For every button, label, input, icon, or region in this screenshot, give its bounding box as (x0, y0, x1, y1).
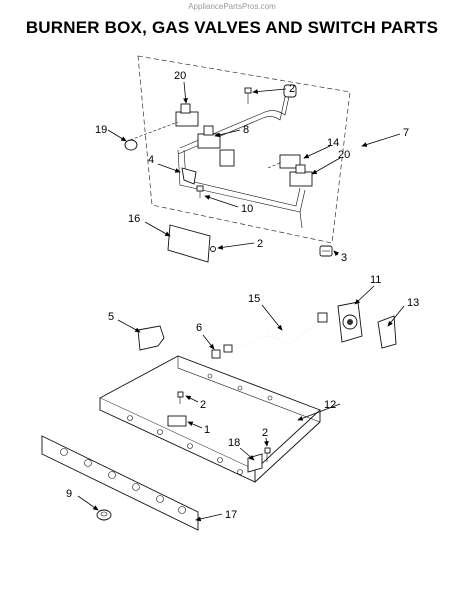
bracket-13 (377, 315, 397, 349)
burner-box-12 (98, 355, 321, 483)
diagram-title: BURNER BOX, GAS VALVES AND SWITCH PARTS (25, 18, 439, 37)
wire-harness-15 (223, 312, 328, 353)
front-panel-17 (41, 435, 199, 531)
callout-2b: 2 (257, 238, 263, 250)
callout-16: 16 (128, 213, 140, 225)
callout-15: 15 (248, 293, 260, 305)
gas-valve-20a (129, 103, 199, 141)
bracket-5 (137, 325, 165, 351)
callout-5: 5 (108, 311, 114, 323)
callout-9: 9 (66, 488, 72, 500)
knob-stem-19 (124, 139, 138, 151)
callout-14: 14 (327, 137, 339, 149)
watermark: AppliancePartsPros.com (188, 2, 276, 11)
valve-manifold-frame (137, 55, 351, 244)
callout-1: 1 (204, 424, 210, 436)
gas-valve-14 (267, 154, 301, 169)
callout-12: 12 (324, 399, 336, 411)
callout-18: 18 (228, 437, 240, 449)
screw-2c (177, 391, 184, 404)
screw-10 (196, 185, 204, 198)
callout-6: 6 (196, 322, 202, 334)
nut-6 (211, 349, 221, 359)
callout-3: 3 (341, 252, 347, 264)
callout-19: 19 (95, 124, 107, 136)
gas-valve-8 (197, 125, 235, 167)
callout-2c: 2 (200, 399, 206, 411)
fitting-3 (319, 245, 333, 257)
manifold-pipe (177, 84, 306, 229)
screw-2a (244, 87, 252, 104)
callout-7: 7 (403, 127, 409, 139)
callout-4: 4 (148, 154, 154, 166)
cover-plate-16 (167, 224, 216, 263)
ignition-switch-11 (337, 301, 363, 343)
callout-20a: 20 (174, 70, 186, 82)
screw-2d (264, 447, 271, 462)
leader-lines (77, 81, 405, 522)
callout-2a: 2 (289, 83, 295, 95)
callout-8: 8 (243, 124, 249, 136)
callout-17: 17 (225, 509, 237, 521)
nut-9 (96, 509, 112, 521)
callout-13: 13 (407, 297, 419, 309)
gas-valve-20b (289, 164, 313, 187)
callout-labels: 20 19 2 8 7 14 20 4 10 16 2 3 11 15 13 5… (66, 70, 419, 521)
bracket-4 (181, 167, 197, 185)
callout-2d: 2 (262, 427, 268, 439)
callout-11: 11 (370, 274, 381, 286)
callout-20b: 20 (338, 149, 350, 161)
callout-10: 10 (241, 203, 253, 215)
terminal-block-1 (167, 415, 187, 427)
